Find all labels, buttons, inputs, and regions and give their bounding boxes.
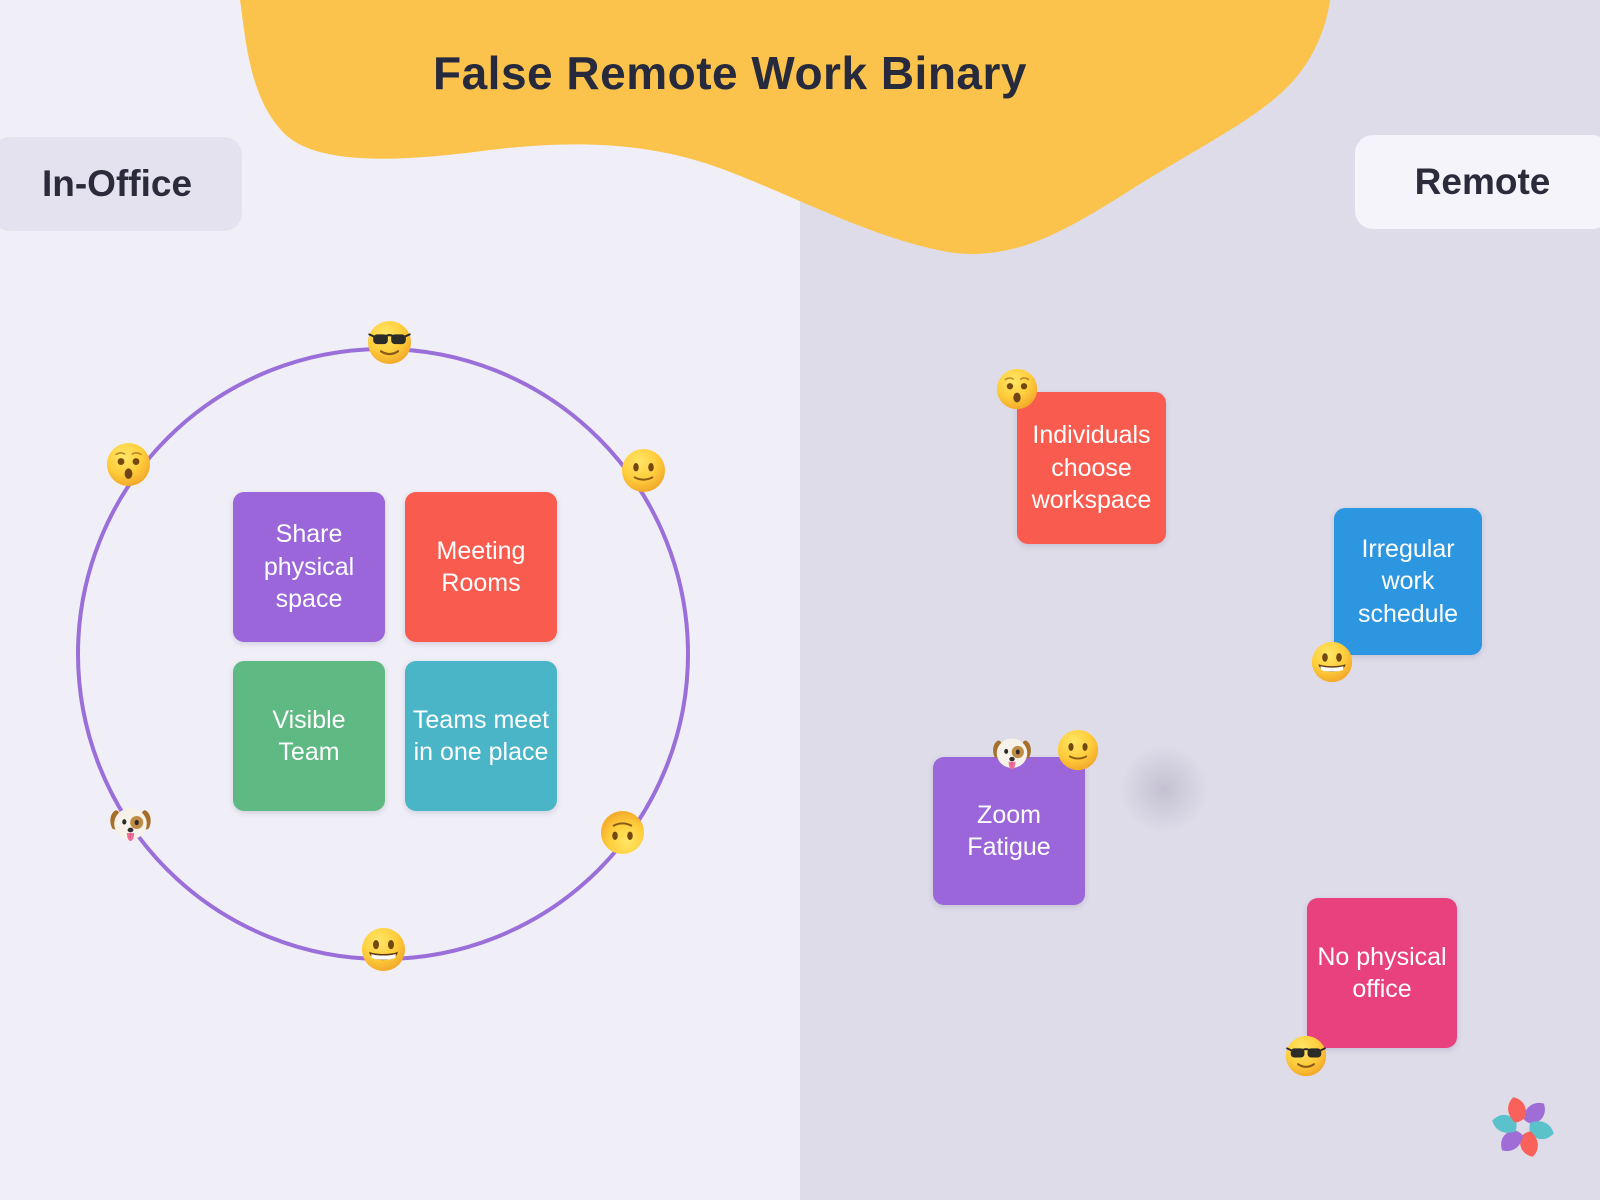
faded-smudge — [1118, 743, 1210, 835]
sticky-note-text: Irregular work schedule — [1357, 534, 1459, 628]
remote-label: Remote — [1414, 161, 1551, 202]
page-title[interactable]: False Remote Work Binary — [432, 47, 1027, 99]
grinning-face-icon[interactable] — [360, 926, 407, 973]
title-blob-shape — [240, 0, 1330, 254]
dog-face-icon[interactable] — [990, 730, 1034, 774]
cool-face-icon[interactable] — [1284, 1034, 1328, 1078]
upside-down-face-icon[interactable] — [599, 809, 646, 856]
cool-face-icon[interactable] — [366, 319, 413, 366]
sticky-note-meeting-rooms[interactable]: Meeting Rooms — [405, 492, 557, 642]
sticky-note-text: No physical office — [1317, 942, 1447, 1004]
in-office-label: In-Office — [41, 163, 193, 204]
mural-logo-icon — [1492, 1097, 1554, 1157]
slightly-smiling-face-icon[interactable] — [620, 447, 667, 494]
sticky-note-text: Individuals choose workspace — [1031, 421, 1152, 515]
sticky-note-share-physical-space[interactable]: Share physical space — [233, 492, 385, 642]
dog-face-icon[interactable] — [107, 799, 154, 846]
sticky-note-teams-meet-one-place[interactable]: Teams meet in one place — [405, 661, 557, 811]
sticky-note-visible-team[interactable]: Visible Team — [233, 661, 385, 811]
sticky-note-text: Teams meet in one place — [412, 705, 550, 767]
grinning-face-icon[interactable] — [1310, 640, 1354, 684]
sticky-note-irregular-work-schedule[interactable]: Irregular work schedule — [1334, 508, 1482, 655]
hushed-face-icon[interactable] — [995, 367, 1039, 411]
sticky-note-text: Zoom Fatigue — [967, 800, 1051, 862]
sticky-note-text: Visible Team — [272, 705, 346, 767]
slightly-smiling-face-icon[interactable] — [1056, 728, 1100, 772]
sticky-note-text: Meeting Rooms — [436, 536, 526, 598]
hushed-face-icon[interactable] — [105, 441, 152, 488]
in-office-label-chip[interactable]: In-Office — [0, 137, 242, 231]
sticky-note-no-physical-office[interactable]: No physical office — [1307, 898, 1457, 1048]
in-office-circle-outline — [76, 347, 690, 961]
sticky-note-zoom-fatigue[interactable]: Zoom Fatigue — [933, 757, 1085, 905]
sticky-note-individuals-choose-workspace[interactable]: Individuals choose workspace — [1017, 392, 1166, 544]
sticky-note-text: Share physical space — [263, 520, 355, 614]
remote-label-chip[interactable]: Remote — [1355, 135, 1600, 229]
